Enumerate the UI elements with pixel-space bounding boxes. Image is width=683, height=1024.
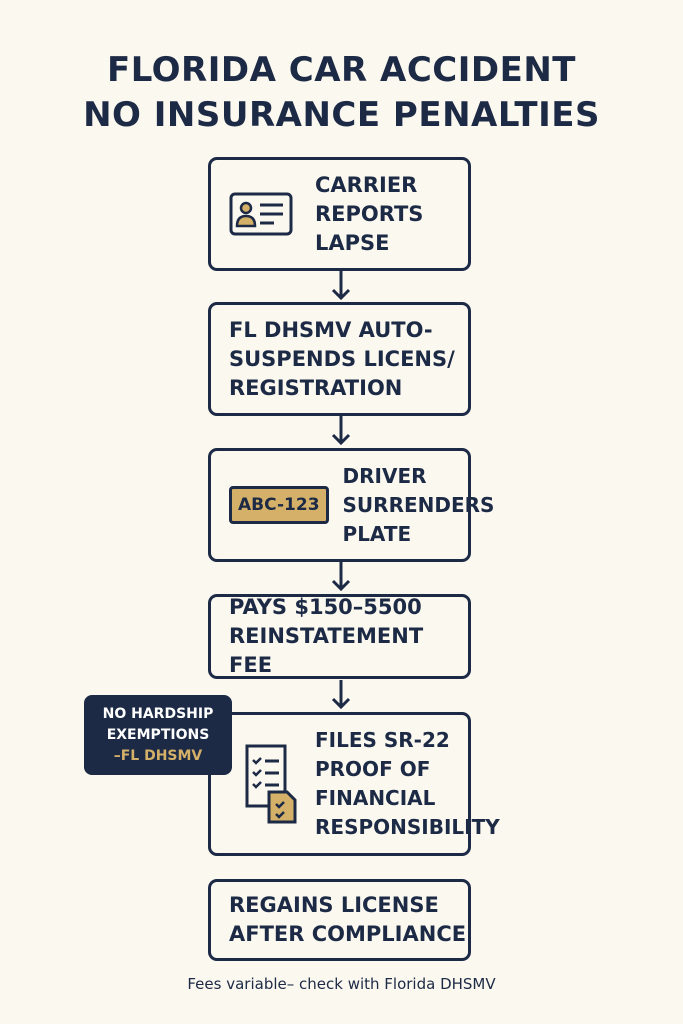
step-files-sr22: FILES SR-22 PROOF OF FINANCIAL RESPONSIB… [208, 712, 500, 856]
step-regains-license: REGAINS LICENSE AFTER COMPLIANCE [208, 879, 471, 961]
footer-note: Fees variable– check with Florida DHSMV [187, 975, 496, 993]
step-pays-fee: PAYS $150–5500 REINSTATEMENT FEE [208, 594, 471, 679]
step-text: DRIVER SURRENDERS PLATE [342, 463, 495, 546]
step-surrenders-plate: ABC-123 DRIVER SURRENDERS PLATE [208, 448, 494, 562]
id-card-icon [229, 192, 293, 236]
step-text: FILES SR-22 PROOF OF FINANCIAL RESPONSIB… [315, 728, 500, 839]
step-auto-suspends: FL DHSMV AUTO-SUSPENDS LICENS/ REGISTRAT… [208, 302, 471, 416]
callout-line-1: NO HARDSHIP [102, 705, 214, 722]
step-carrier-reports-lapse: CARRIER REPORTS LAPSE [208, 157, 471, 271]
checklist-document-icon [245, 744, 297, 824]
step-text: CARRIER REPORTS LAPSE [315, 172, 424, 255]
arrow-down-icon [331, 271, 351, 301]
title-line-2: NO INSURANCE PENALTIES [83, 95, 600, 135]
title-line-1: FLORIDA CAR ACCIDENT [106, 50, 577, 90]
arrow-down-icon [331, 416, 351, 446]
no-hardship-callout: NO HARDSHIP EXEMPTIONS –FL DHSMV [84, 695, 232, 775]
callout-line-2: EXEMPTIONS [106, 726, 210, 743]
step-text: PAYS $150–5500 REINSTATEMENT FEE [229, 595, 424, 677]
step-text: REGAINS LICENSE AFTER COMPLIANCE [229, 893, 467, 946]
callout-source: –FL DHSMV [113, 747, 203, 764]
arrow-down-icon [331, 680, 351, 710]
arrow-down-icon [331, 562, 351, 592]
license-plate-icon: ABC-123 [229, 486, 329, 524]
step-text: FL DHSMV AUTO-SUSPENDS LICENS/ REGISTRAT… [229, 317, 455, 400]
